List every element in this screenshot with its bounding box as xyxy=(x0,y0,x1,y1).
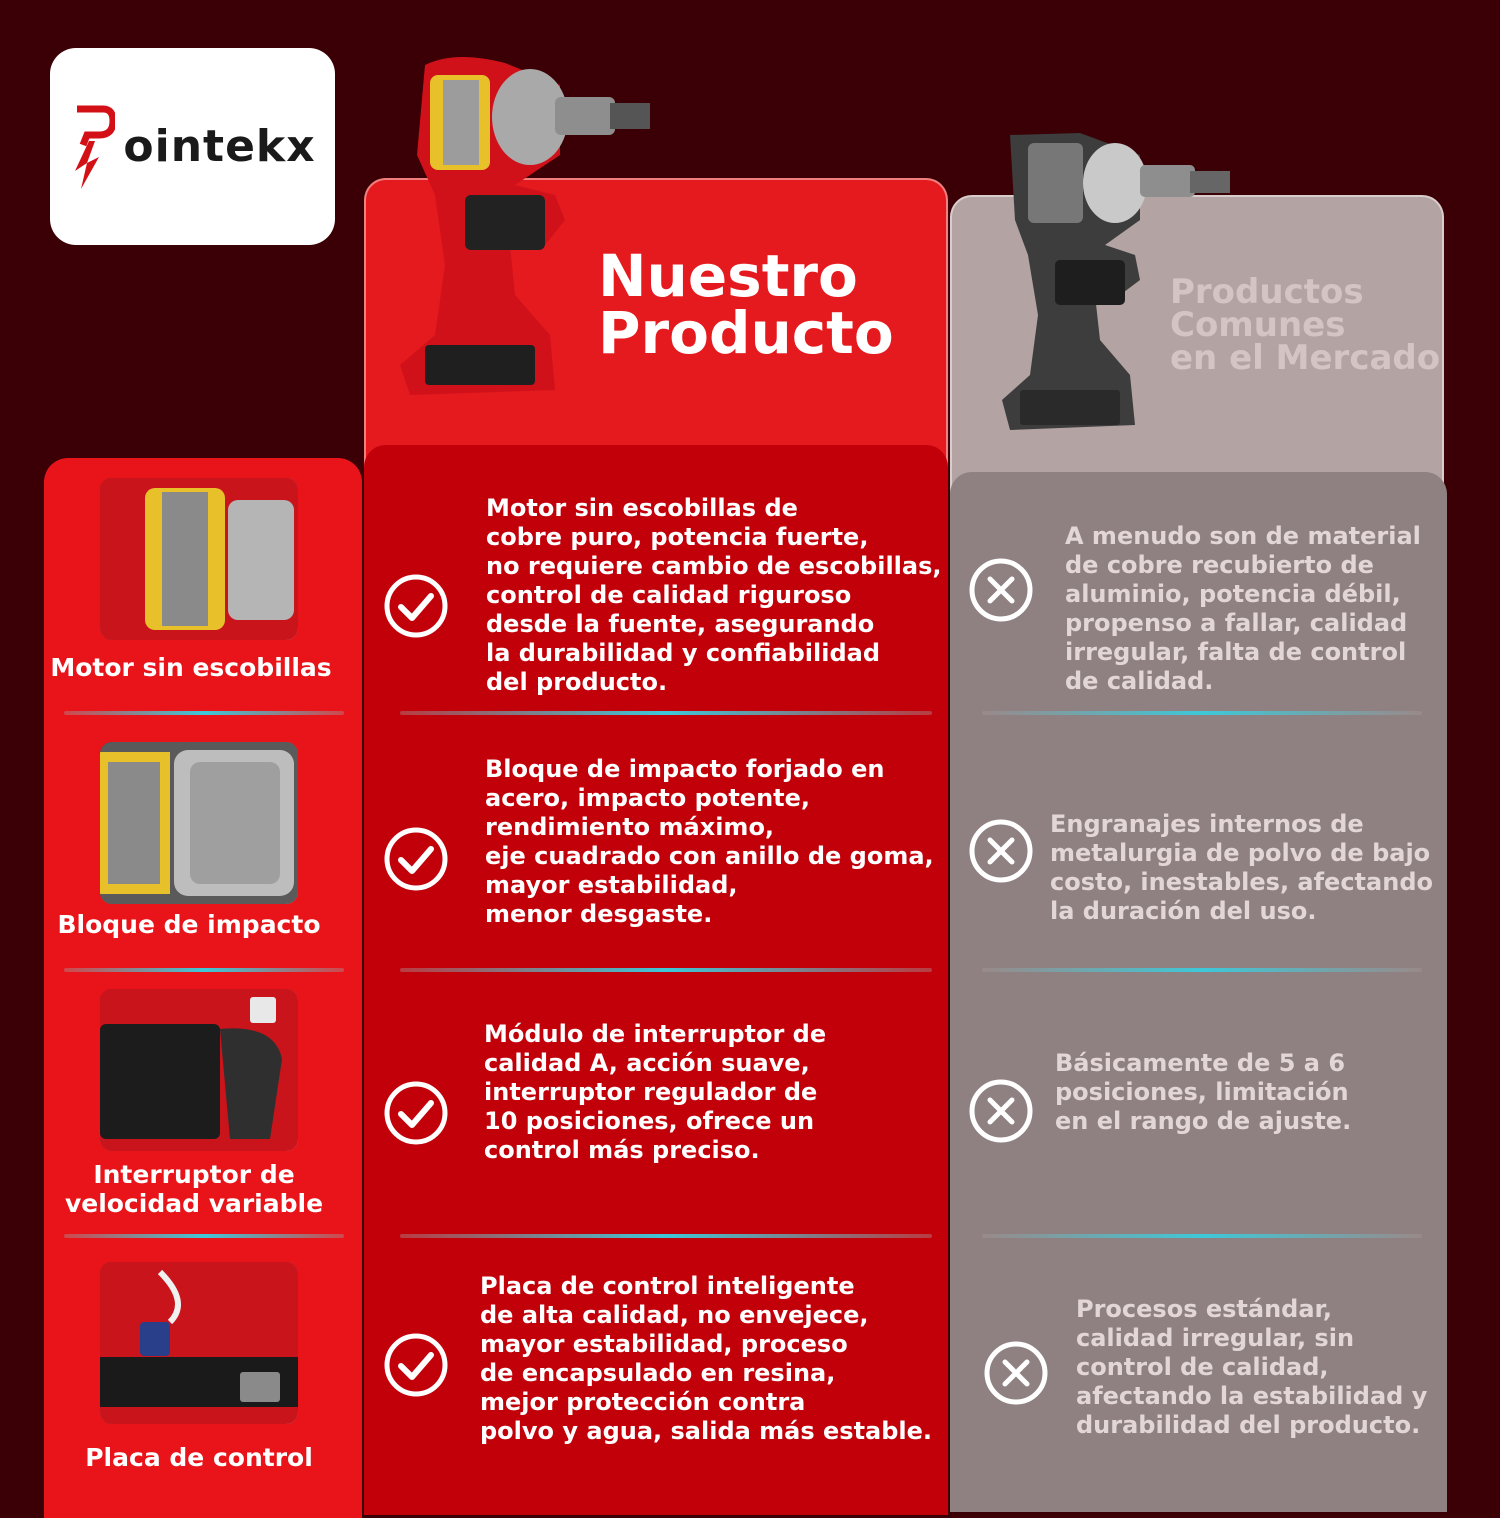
our-desc-motor: Motor sin escobillas de cobre puro, pote… xyxy=(486,494,942,696)
our-desc-control-board: Placa de control inteligente de alta cal… xyxy=(480,1272,933,1445)
our-product-title-line1: Nuestro xyxy=(598,242,858,310)
separator xyxy=(400,968,932,972)
check-circle-icon xyxy=(384,1081,448,1145)
market-desc-impact-block: Engranajes internos de metalurgia de pol… xyxy=(1050,810,1433,925)
our-product-column xyxy=(364,445,948,1515)
separator xyxy=(64,968,344,972)
feature-image-speed-switch xyxy=(100,989,298,1151)
market-product-drill-image xyxy=(1002,133,1230,430)
feature-image-control-board xyxy=(100,1262,298,1424)
x-circle-icon xyxy=(969,1079,1033,1143)
market-desc-motor: A menudo son de material de cobre recubi… xyxy=(1065,522,1421,695)
feature-label-impact-block: Bloque de impacto xyxy=(57,910,321,939)
separator xyxy=(400,711,932,715)
our-product-title: Nuestro Producto xyxy=(598,242,894,367)
feature-label-speed-switch-line2: velocidad variable xyxy=(64,1189,324,1218)
market-desc-control-board: Procesos estándar, calidad irregular, si… xyxy=(1076,1295,1428,1439)
feature-label-speed-switch-line1: Interruptor de xyxy=(93,1160,295,1189)
check-circle-icon xyxy=(384,827,448,891)
x-circle-icon xyxy=(969,819,1033,883)
our-product-drill-image xyxy=(400,56,650,395)
market-product-column xyxy=(950,472,1447,1512)
market-product-title-line3: en el Mercado xyxy=(1170,338,1441,378)
market-product-title-line1: Productos xyxy=(1170,272,1364,312)
market-product-title-line2: Comunes xyxy=(1170,305,1346,345)
our-desc-speed-switch: Módulo de interruptor de calidad A, acci… xyxy=(484,1020,827,1164)
x-circle-icon xyxy=(984,1341,1048,1405)
check-circle-icon xyxy=(384,1333,448,1397)
separator xyxy=(982,968,1422,972)
market-desc-speed-switch: Básicamente de 5 a 6 posiciones, limitac… xyxy=(1055,1049,1352,1135)
feature-label-control-board: Placa de control xyxy=(85,1443,313,1472)
separator xyxy=(982,1234,1422,1238)
separator xyxy=(64,1234,344,1238)
feature-label-speed-switch: Interruptor de velocidad variable xyxy=(35,1160,353,1218)
our-product-title-line2: Producto xyxy=(598,299,894,367)
separator xyxy=(982,711,1422,715)
separator xyxy=(400,1234,932,1238)
check-circle-icon xyxy=(384,574,448,638)
x-circle-icon xyxy=(969,558,1033,622)
feature-image-impact-block xyxy=(100,742,298,904)
feature-image-motor xyxy=(100,478,298,640)
brand-logo-icon xyxy=(75,105,116,189)
separator xyxy=(64,711,344,715)
feature-label-motor: Motor sin escobillas xyxy=(50,653,332,682)
our-desc-impact-block: Bloque de impacto forjado en acero, impa… xyxy=(485,755,934,928)
brand-logo: ointekx xyxy=(50,48,335,245)
market-product-title: Productos Comunes en el Mercado xyxy=(1170,272,1441,378)
brand-name: ointekx xyxy=(123,121,316,172)
